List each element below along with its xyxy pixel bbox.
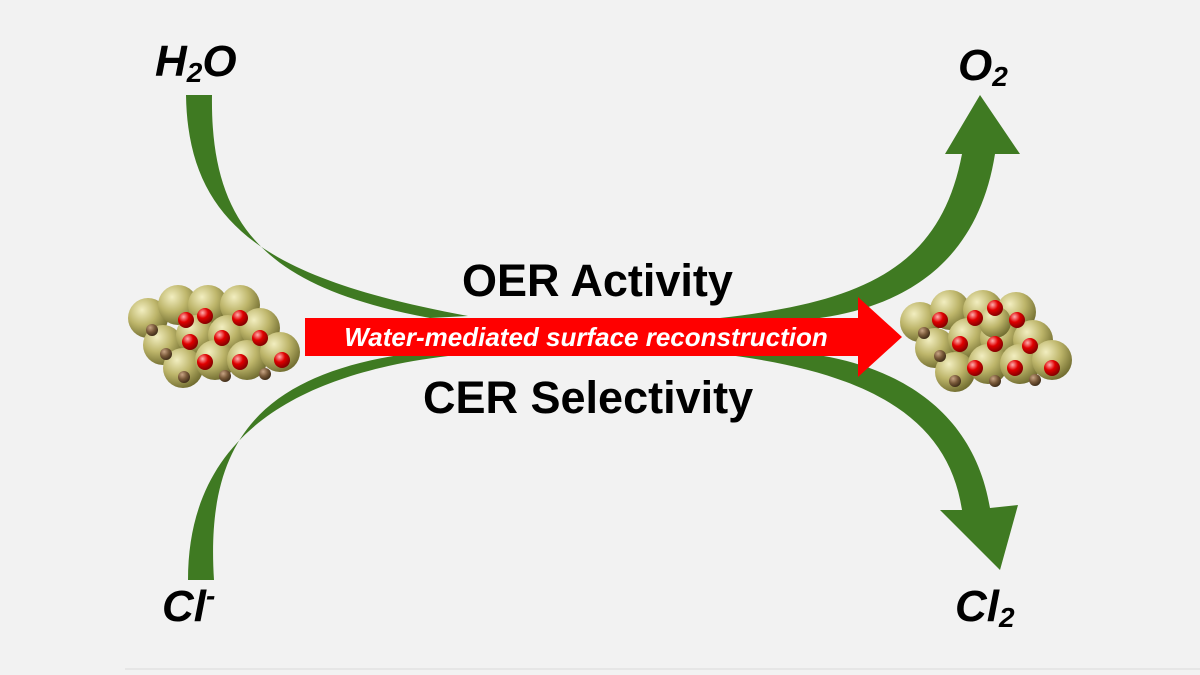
o2-subscript: 2	[992, 61, 1008, 92]
reconstructed-cluster-icon	[900, 290, 1072, 392]
species-h2o: H2O	[155, 37, 237, 87]
h2o-base: H	[155, 37, 187, 86]
h2o-tail: O	[202, 37, 237, 86]
o2-base: O	[958, 41, 993, 90]
flow-arrow-center-to-cl2	[720, 350, 1018, 570]
flow-arrow-cl-to-center	[188, 352, 448, 580]
flow-arrow-h2o-to-center	[186, 95, 468, 318]
chloride-charge: -	[206, 580, 216, 611]
cl2-base: Cl	[955, 582, 999, 631]
flow-arrows	[186, 95, 1020, 580]
flow-arrow-center-to-o2	[720, 95, 1020, 322]
oer-activity-label: OER Activity	[462, 255, 733, 306]
cer-selectivity-label: CER Selectivity	[423, 372, 754, 423]
process-arrow	[305, 297, 902, 377]
atomic-cluster-icon	[128, 285, 300, 388]
species-cl2: Cl2	[955, 582, 1015, 632]
process-arrow-caption: Water-mediated surface reconstruction	[344, 321, 828, 352]
chloride-base: Cl	[162, 582, 206, 631]
cl2-subscript: 2	[999, 602, 1015, 633]
species-o2: O2	[958, 41, 1008, 91]
bottom-divider	[125, 668, 1200, 670]
species-chloride: Cl-	[162, 582, 215, 631]
h2o-subscript: 2	[186, 57, 203, 88]
